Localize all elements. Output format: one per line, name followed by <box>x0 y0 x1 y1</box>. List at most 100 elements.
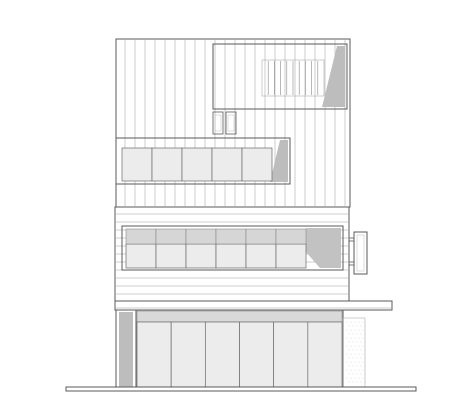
canopy-slab <box>114 300 393 311</box>
hatch-dot <box>362 337 364 339</box>
storefront-panel <box>170 321 206 388</box>
side-wall-hatch <box>346 321 366 383</box>
middle-window-pane <box>125 243 157 269</box>
hatch-dot <box>362 361 364 363</box>
small-window-glass-right <box>227 114 235 132</box>
hatch-dot <box>348 333 350 335</box>
hatch-dot <box>364 373 366 375</box>
hatch-dot <box>360 341 362 343</box>
hatch-dot <box>356 357 358 359</box>
small-window <box>212 111 237 135</box>
hatch-dot <box>358 369 360 371</box>
upper-band-window-pane <box>181 147 213 182</box>
hatch-dot <box>362 353 364 355</box>
ground-level <box>115 309 366 388</box>
canopy <box>114 300 393 311</box>
upper-band-window-pane <box>121 147 153 182</box>
middle-window-pane <box>185 243 217 269</box>
middle-window-shadow <box>124 228 341 268</box>
storefront-panel <box>239 321 275 388</box>
middle-window-pane <box>155 243 187 269</box>
middle-window-pane <box>245 243 277 269</box>
upper-band-window-pane <box>211 147 243 182</box>
hatch-dot <box>356 365 358 367</box>
hatch-dot <box>346 345 348 347</box>
hatch-dot <box>346 353 348 355</box>
hatch-dot <box>350 329 352 331</box>
hatch-dot <box>362 321 364 323</box>
hatch-dot <box>364 341 366 343</box>
hatch-dot <box>352 357 354 359</box>
hatch-dot <box>356 325 358 327</box>
hatch-dot <box>358 353 360 355</box>
roof-window-frame <box>212 43 348 110</box>
hatch-dot <box>358 345 360 347</box>
hatch-dot <box>354 345 356 347</box>
hatch-dot <box>358 337 360 339</box>
storefront-panel <box>307 321 343 388</box>
hatch-dot <box>360 325 362 327</box>
hatch-dot <box>348 365 350 367</box>
hatch-dot <box>358 329 360 331</box>
hatch-dot <box>356 381 358 383</box>
blade-sign-bracket <box>348 237 355 242</box>
hatch-dot <box>360 349 362 351</box>
middle-window-pane <box>215 243 247 269</box>
hatch-dot <box>364 333 366 335</box>
hatch-dot <box>352 373 354 375</box>
hatch-dot <box>358 321 360 323</box>
hatch-dot <box>346 377 348 379</box>
hatch-dot <box>348 341 350 343</box>
hatch-dot <box>354 361 356 363</box>
hatch-dot <box>360 373 362 375</box>
hatch-dot <box>352 349 354 351</box>
hatch-dot <box>346 329 348 331</box>
roof-window-shadow <box>322 46 345 107</box>
hatch-dot <box>348 381 350 383</box>
hatch-dot <box>348 373 350 375</box>
blade-sign <box>348 231 368 275</box>
storefront-panel <box>136 321 172 388</box>
hatch-dot <box>364 365 366 367</box>
storefront-panel <box>204 321 240 388</box>
hatch-dot <box>362 329 364 331</box>
hatch-dot <box>354 337 356 339</box>
hatch-dot <box>350 345 352 347</box>
middle-window-transom <box>125 228 157 245</box>
upper-band-window <box>115 137 291 185</box>
upper-band-window-panes <box>121 147 273 182</box>
hatch-dot <box>364 381 366 383</box>
upper-band-window-pane <box>151 147 183 182</box>
hatch-dot <box>354 329 356 331</box>
hatch-dot <box>346 361 348 363</box>
upper-band-window-pane <box>241 147 273 182</box>
hatch-dot <box>352 365 354 367</box>
hatch-dot <box>348 325 350 327</box>
roof-window <box>212 43 348 110</box>
hatch-dot <box>350 337 352 339</box>
hatch-dot <box>346 321 348 323</box>
hatch-dot <box>348 349 350 351</box>
hatch-dot <box>356 349 358 351</box>
upper-band-window-frame <box>115 137 291 185</box>
small-window-pane-right <box>225 111 237 135</box>
hatch-dot <box>346 337 348 339</box>
hatch-dot <box>346 369 348 371</box>
hatch-dot <box>364 349 366 351</box>
hatch-dot <box>360 365 362 367</box>
middle-window-transom <box>155 228 187 245</box>
ground-line <box>65 386 417 392</box>
middle-window-transom <box>215 228 247 245</box>
hatch-dot <box>354 369 356 371</box>
hatch-dot <box>352 325 354 327</box>
hatch-dot <box>364 325 366 327</box>
middle-window-transom <box>245 228 277 245</box>
upper-volume <box>115 38 351 208</box>
hatch-dot <box>362 369 364 371</box>
hatch-dot <box>360 381 362 383</box>
ground-level-pier-shadow <box>119 312 133 387</box>
hatch-dot <box>350 361 352 363</box>
storefront-panel <box>273 321 309 388</box>
